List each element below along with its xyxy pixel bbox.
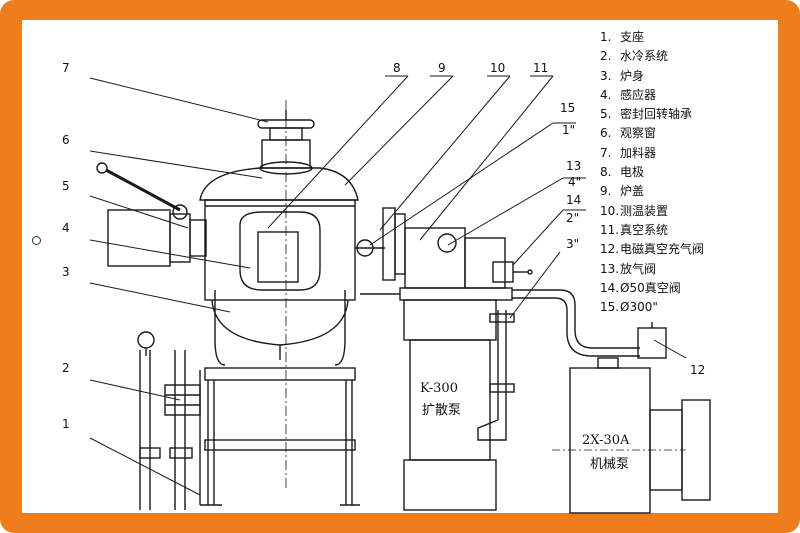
legend-item: 12.电磁真空充气阀 (600, 242, 705, 257)
legend-item: 3.炉身 (600, 68, 645, 83)
legend-item: 13.放气阀 (600, 261, 657, 276)
vacuum-system (360, 227, 533, 511)
mechanical-pump-name: 机械泵 (590, 457, 629, 472)
diffusion-pump-name: 扩散泵 (422, 403, 461, 418)
callout-6: 6 (62, 133, 70, 147)
legend-item: 4.感应器 (600, 87, 657, 102)
furnace-lid (199, 167, 359, 201)
legend-item: 1.支座 (600, 30, 645, 44)
leader-13 (447, 177, 564, 246)
legend-item: 7.加料器 (600, 145, 657, 160)
parts-legend: 1.支座 2.水冷系统 3.炉身 4.感应器 5.密封回转轴承 6.观察窗 7.… (600, 28, 778, 317)
leader-15 (369, 122, 554, 246)
leader-6 (89, 150, 263, 179)
callout-4: 4 (62, 221, 70, 235)
callout-5: 5 (62, 179, 70, 193)
mechanical-pump (552, 357, 711, 514)
callout-1: 1 (62, 417, 70, 431)
callout-7: 7 (62, 61, 70, 75)
furnace-assembly (199, 100, 359, 490)
leader-1 (89, 437, 201, 496)
leader-lines (89, 75, 687, 496)
legend-item: 2.水冷系统 (600, 49, 669, 64)
support-frame (200, 367, 360, 506)
callout-11: 11 (533, 61, 548, 75)
crucible (257, 231, 299, 283)
leader-3 (89, 282, 231, 313)
furnace-shell (204, 199, 356, 301)
leader-5 (89, 195, 189, 229)
callout-9: 9 (438, 61, 446, 75)
callout-3: 3 (62, 265, 70, 279)
callout-12: 12 (690, 363, 705, 377)
observation-window (355, 207, 406, 281)
callout-8: 8 (393, 61, 401, 75)
callout-14: 14 (566, 193, 581, 207)
leader-14 (512, 209, 564, 266)
callout-10: 10 (490, 61, 505, 75)
leader-12 (653, 339, 687, 359)
mechanical-pump-model: 2X-30A (582, 433, 630, 448)
legend-item: 8.电极 (600, 165, 645, 180)
leader-10 (379, 75, 511, 231)
callout-2: 2 (62, 361, 70, 375)
water-cooling (137, 331, 201, 510)
leader-4 (89, 239, 251, 269)
legend-item: 6.观察窗 (600, 126, 657, 141)
inner-chamber (239, 211, 321, 291)
vacuum-pipe (512, 289, 667, 359)
legend-item: 9.炉盖 (600, 184, 645, 199)
callout-13: 13 (566, 159, 581, 173)
legend-item: 14.Ø50真空阀 (600, 280, 681, 295)
leader-7 (89, 77, 269, 123)
legend-item: 5.密封回转轴承 (600, 107, 693, 122)
callout-4-inch: 4" (568, 175, 581, 189)
legend-item: 15.Ø300" (600, 300, 658, 315)
callout-15: 15 (560, 101, 575, 115)
callout-3-inch: 3" (566, 237, 579, 251)
leader-11 (419, 75, 554, 241)
legend-item: 11.真空系统 (600, 222, 669, 237)
furnace-bottom (211, 299, 349, 346)
diffusion-pump-model: K-300 (420, 381, 458, 396)
callout-2-inch: 2" (566, 211, 579, 225)
rotary-bearing (96, 162, 207, 267)
circle-marker (32, 236, 41, 245)
leader-2 (89, 379, 181, 401)
leader-8 (267, 75, 409, 229)
leader-9 (344, 75, 454, 186)
callout-1-inch: 1" (562, 123, 575, 137)
legend-item: 10.测温装置 (600, 203, 669, 218)
leader-3q (509, 251, 561, 319)
